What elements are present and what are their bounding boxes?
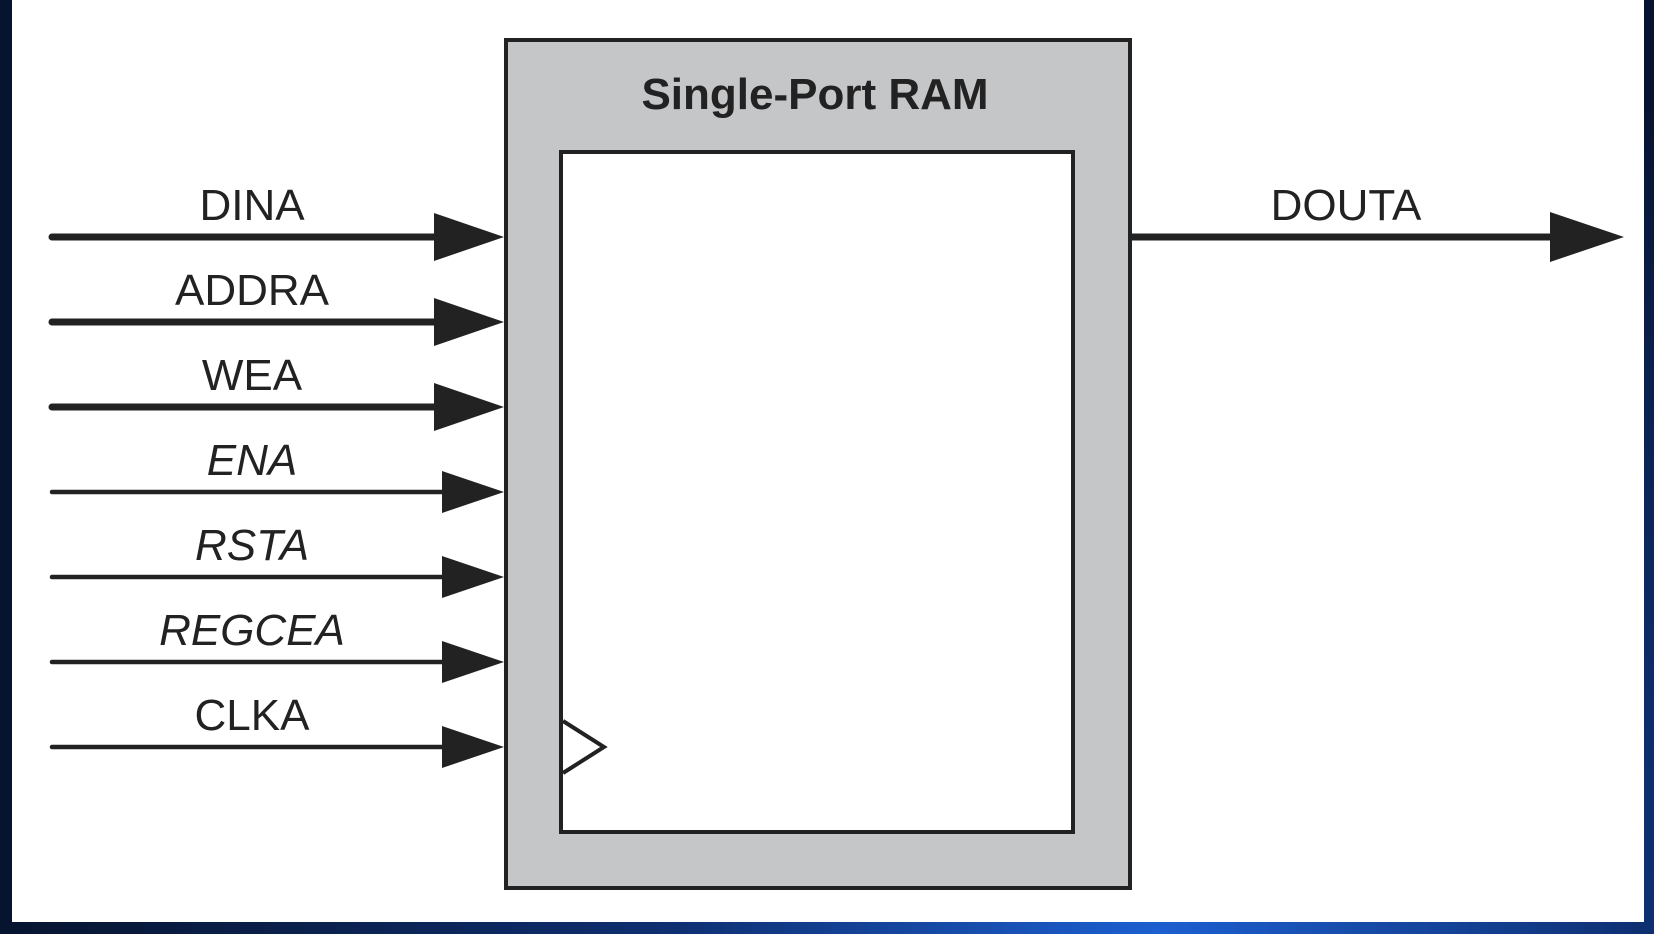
port-label: RSTA [195,521,309,570]
arrowhead-icon [442,726,504,768]
output-ports: DOUTA [1130,181,1624,262]
input-port-dina: DINA [48,181,504,261]
block-title: Single-Port RAM [641,70,988,119]
port-label: CLKA [195,691,311,740]
port-label: WEA [202,351,303,400]
arrowhead-icon [1550,212,1624,262]
ram-inner-block [559,150,1075,834]
input-port-rsta: RSTA [49,521,504,598]
input-port-wea: WEA [48,351,504,431]
port-label: ENA [207,436,297,485]
port-label: REGCEA [159,606,345,655]
input-ports: DINA ADDRA WEA ENA RSTA REGCEA CLKA [48,181,504,768]
arrowhead-icon [434,383,504,431]
clock-edge-triangle-icon [561,719,608,775]
port-label: ADDRA [175,266,330,315]
arrowhead-icon [442,471,504,513]
input-port-addra: ADDRA [48,266,504,346]
input-port-clka: CLKA [49,691,504,768]
port-label: DINA [199,181,305,230]
input-port-regcea: REGCEA [49,606,504,683]
arrowhead-icon [434,213,504,261]
arrowhead-icon [442,556,504,598]
port-label: DOUTA [1271,181,1422,230]
output-port-douta: DOUTA [1130,181,1624,262]
arrowhead-icon [434,298,504,346]
input-port-ena: ENA [49,436,504,513]
arrowhead-icon [442,641,504,683]
